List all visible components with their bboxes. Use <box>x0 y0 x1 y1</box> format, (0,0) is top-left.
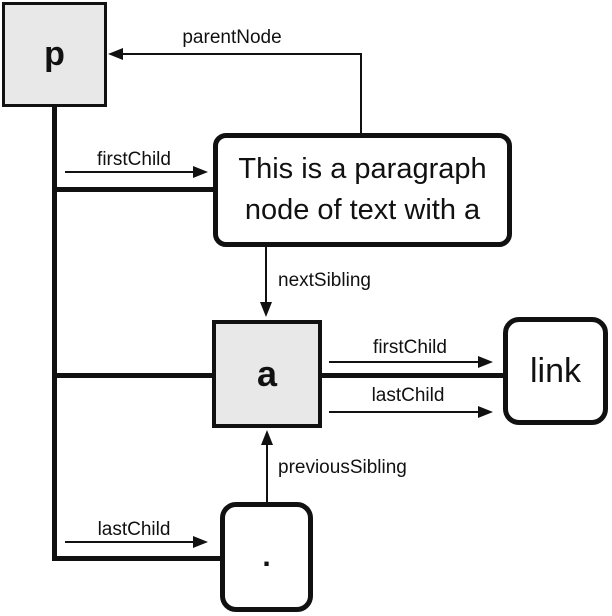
a-to-link-connector <box>322 373 503 378</box>
previoussibling-arrow-line <box>266 444 268 502</box>
node-a-label: a <box>256 353 278 394</box>
previoussibling-label: previousSibling <box>278 457 407 478</box>
node-link-text: link <box>503 317 608 425</box>
node-p-label: p <box>44 35 65 73</box>
firstchild-a-label: firstChild <box>373 337 447 358</box>
lastchild-a-arrow-line <box>329 411 479 413</box>
node-paragraph-text-label: This is a paragraph node of text with a <box>238 149 486 231</box>
lastchild-a-arrowhead-icon <box>478 406 493 418</box>
nextsibling-arrowhead-icon <box>260 302 272 317</box>
firstchild-p-arrowhead-icon <box>193 166 208 178</box>
lastchild-p-arrow-line <box>65 541 195 543</box>
firstchild-a-arrowhead-icon <box>478 356 493 368</box>
trunk-to-a-connector <box>52 373 212 378</box>
lastchild-p-arrowhead-icon <box>193 536 208 548</box>
paragraph-text-line-2: node of text with a <box>244 194 481 226</box>
parentnode-label: parentNode <box>182 27 282 48</box>
parentnode-arrow-horizontal-line <box>121 53 362 55</box>
node-link-label: link <box>529 351 582 390</box>
lastchild-a-label: lastChild <box>371 385 445 406</box>
paragraph-text-line-1: This is a paragraph <box>238 153 487 185</box>
firstchild-a-arrow-line <box>329 361 479 363</box>
node-p-element: p <box>2 2 107 107</box>
parentnode-arrow-vertical-line <box>360 53 362 133</box>
node-dot-label: . <box>262 540 271 573</box>
nextsibling-arrow-line <box>265 247 267 303</box>
node-dot-text: . <box>220 502 313 612</box>
trunk-to-paragraph-connector <box>52 187 213 192</box>
node-paragraph-text: This is a paragraph node of text with a <box>213 133 512 247</box>
lastchild-p-label: lastChild <box>97 519 171 540</box>
trunk-to-dot-connector <box>52 556 220 561</box>
nextsibling-label: nextSibling <box>278 270 371 291</box>
parentnode-arrowhead-icon <box>108 48 123 60</box>
firstchild-p-label: firstChild <box>97 149 171 170</box>
p-children-trunk-line <box>52 107 57 561</box>
node-a-element: a <box>212 320 322 428</box>
firstchild-p-arrow-line <box>65 171 195 173</box>
previoussibling-arrowhead-icon <box>261 430 273 445</box>
